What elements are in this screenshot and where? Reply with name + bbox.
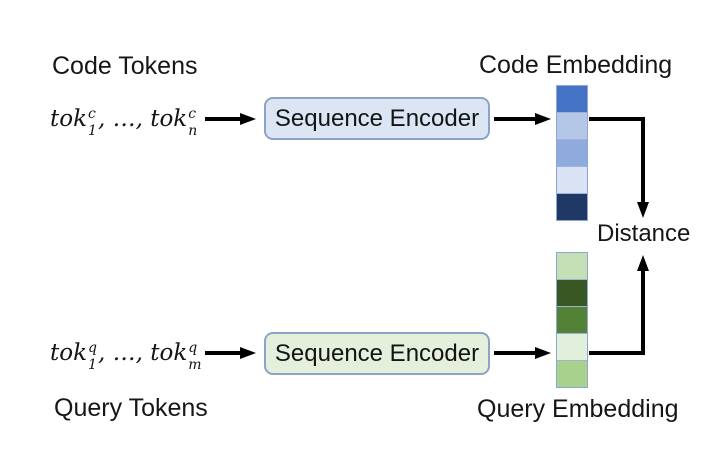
query-sequence-encoder-box: Sequence Encoder xyxy=(264,332,490,375)
distance-label: Distance xyxy=(597,220,691,247)
code-tokens-label: Code Tokens xyxy=(52,52,198,80)
math-text: , …, tok xyxy=(98,340,188,366)
embedding-cell xyxy=(557,166,587,193)
embedding-cell xyxy=(557,253,587,279)
embedding-cell xyxy=(557,306,587,333)
math-text: tok xyxy=(50,340,88,366)
embedding-cell xyxy=(557,139,587,166)
query-encoder-label: Sequence Encoder xyxy=(274,339,480,367)
embedding-cell xyxy=(557,360,587,387)
code-embedding-label: Code Embedding xyxy=(479,51,673,79)
embedding-cell xyxy=(557,333,587,360)
embedding-cell xyxy=(557,112,587,139)
query-embedding-label: Query Embedding xyxy=(477,395,679,423)
arrow-code-embedding-to-distance xyxy=(589,117,649,218)
embedding-cell xyxy=(557,193,587,220)
math-text: tok xyxy=(50,106,88,132)
code-sequence-encoder-box: Sequence Encoder xyxy=(264,97,490,140)
query-embedding-vector xyxy=(556,252,588,388)
embedding-cell xyxy=(557,86,587,112)
code-embedding-vector xyxy=(556,85,588,221)
query-tokens-label: Query Tokens xyxy=(54,394,208,422)
math-text: , …, tok xyxy=(97,106,188,132)
embedding-cell xyxy=(557,279,587,306)
code-encoder-label: Sequence Encoder xyxy=(274,104,480,132)
arrow-query-embedding-to-distance xyxy=(589,255,649,355)
